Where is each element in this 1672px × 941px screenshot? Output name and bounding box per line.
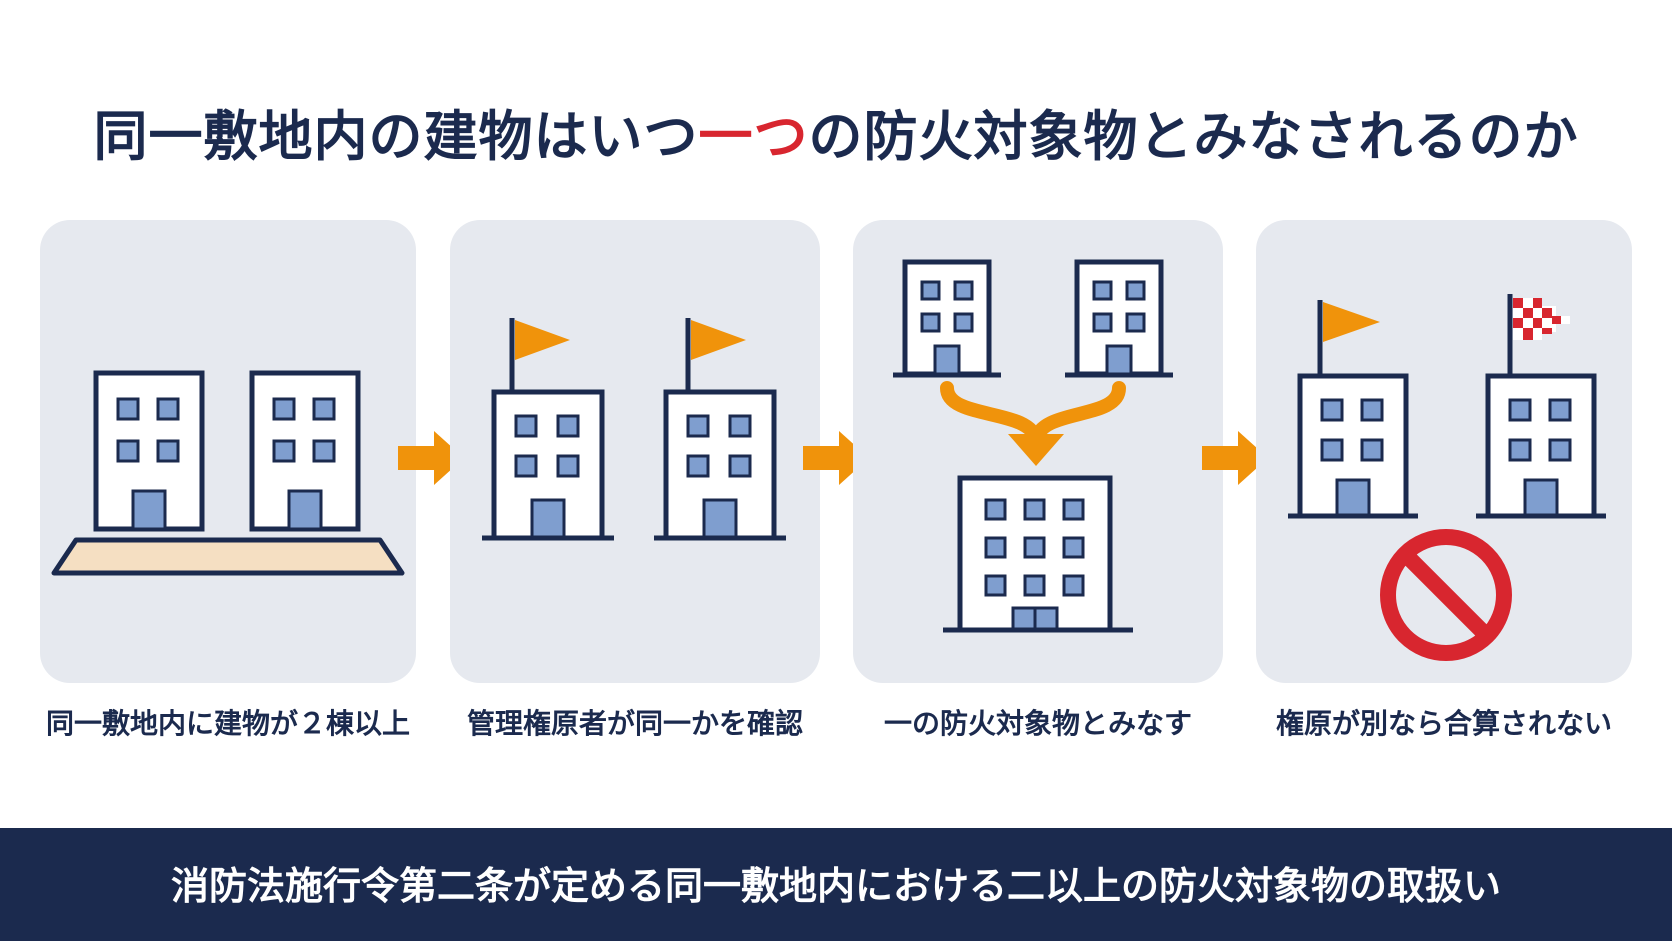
building-icon — [1074, 259, 1164, 377]
footer-text: 消防法施行令第二条が定める同一敷地内における二以上の防火対象物の取扱い — [170, 864, 1501, 908]
building-icon — [957, 475, 1113, 633]
check-manager-illustration — [482, 318, 786, 541]
orange-flag-icon — [1317, 300, 1380, 378]
step-caption-3: 一の防火対象物とみなす — [883, 707, 1192, 740]
step-panel-4 — [1256, 220, 1632, 683]
building-icon — [663, 389, 777, 541]
building-icon — [93, 370, 205, 532]
title-text-before: 同一敷地内の建物はいつ — [93, 105, 699, 168]
not-combined-illustration — [1288, 294, 1606, 661]
building-icon — [249, 370, 361, 532]
merge-arrow-icon — [940, 381, 1126, 466]
land-lot-icon — [51, 537, 405, 576]
step-panel-3 — [853, 220, 1223, 683]
building-icon — [902, 259, 992, 377]
same-lot-illustration — [51, 370, 405, 576]
prohibition-icon — [1380, 529, 1512, 661]
orange-flag-icon — [685, 318, 746, 394]
building-icon — [1485, 373, 1597, 519]
step-caption-4: 権原が別なら合算されない — [1275, 707, 1612, 740]
page-title: 同一敷地内の建物はいつ一つの防火対象物とみなされるのか — [0, 92, 1672, 171]
arrow-right-icon — [803, 431, 869, 485]
step-caption-1: 同一敷地内に建物が２棟以上 — [45, 707, 410, 740]
title-accent-text: 一つ — [698, 105, 809, 168]
footer-banner — [0, 828, 1672, 941]
step-panel-2 — [450, 220, 820, 683]
arrow-right-icon — [1202, 431, 1268, 485]
arrow-right-icon — [398, 431, 464, 485]
building-icon — [1297, 373, 1409, 519]
step-panel-1 — [40, 220, 416, 683]
checkered-flag-icon — [1507, 294, 1570, 378]
merge-illustration — [893, 259, 1173, 633]
orange-flag-icon — [509, 318, 570, 394]
title-text-after: の防火対象物とみなされるのか — [808, 105, 1579, 168]
step-caption-2: 管理権原者が同一かを確認 — [466, 707, 803, 740]
building-icon — [491, 389, 605, 541]
